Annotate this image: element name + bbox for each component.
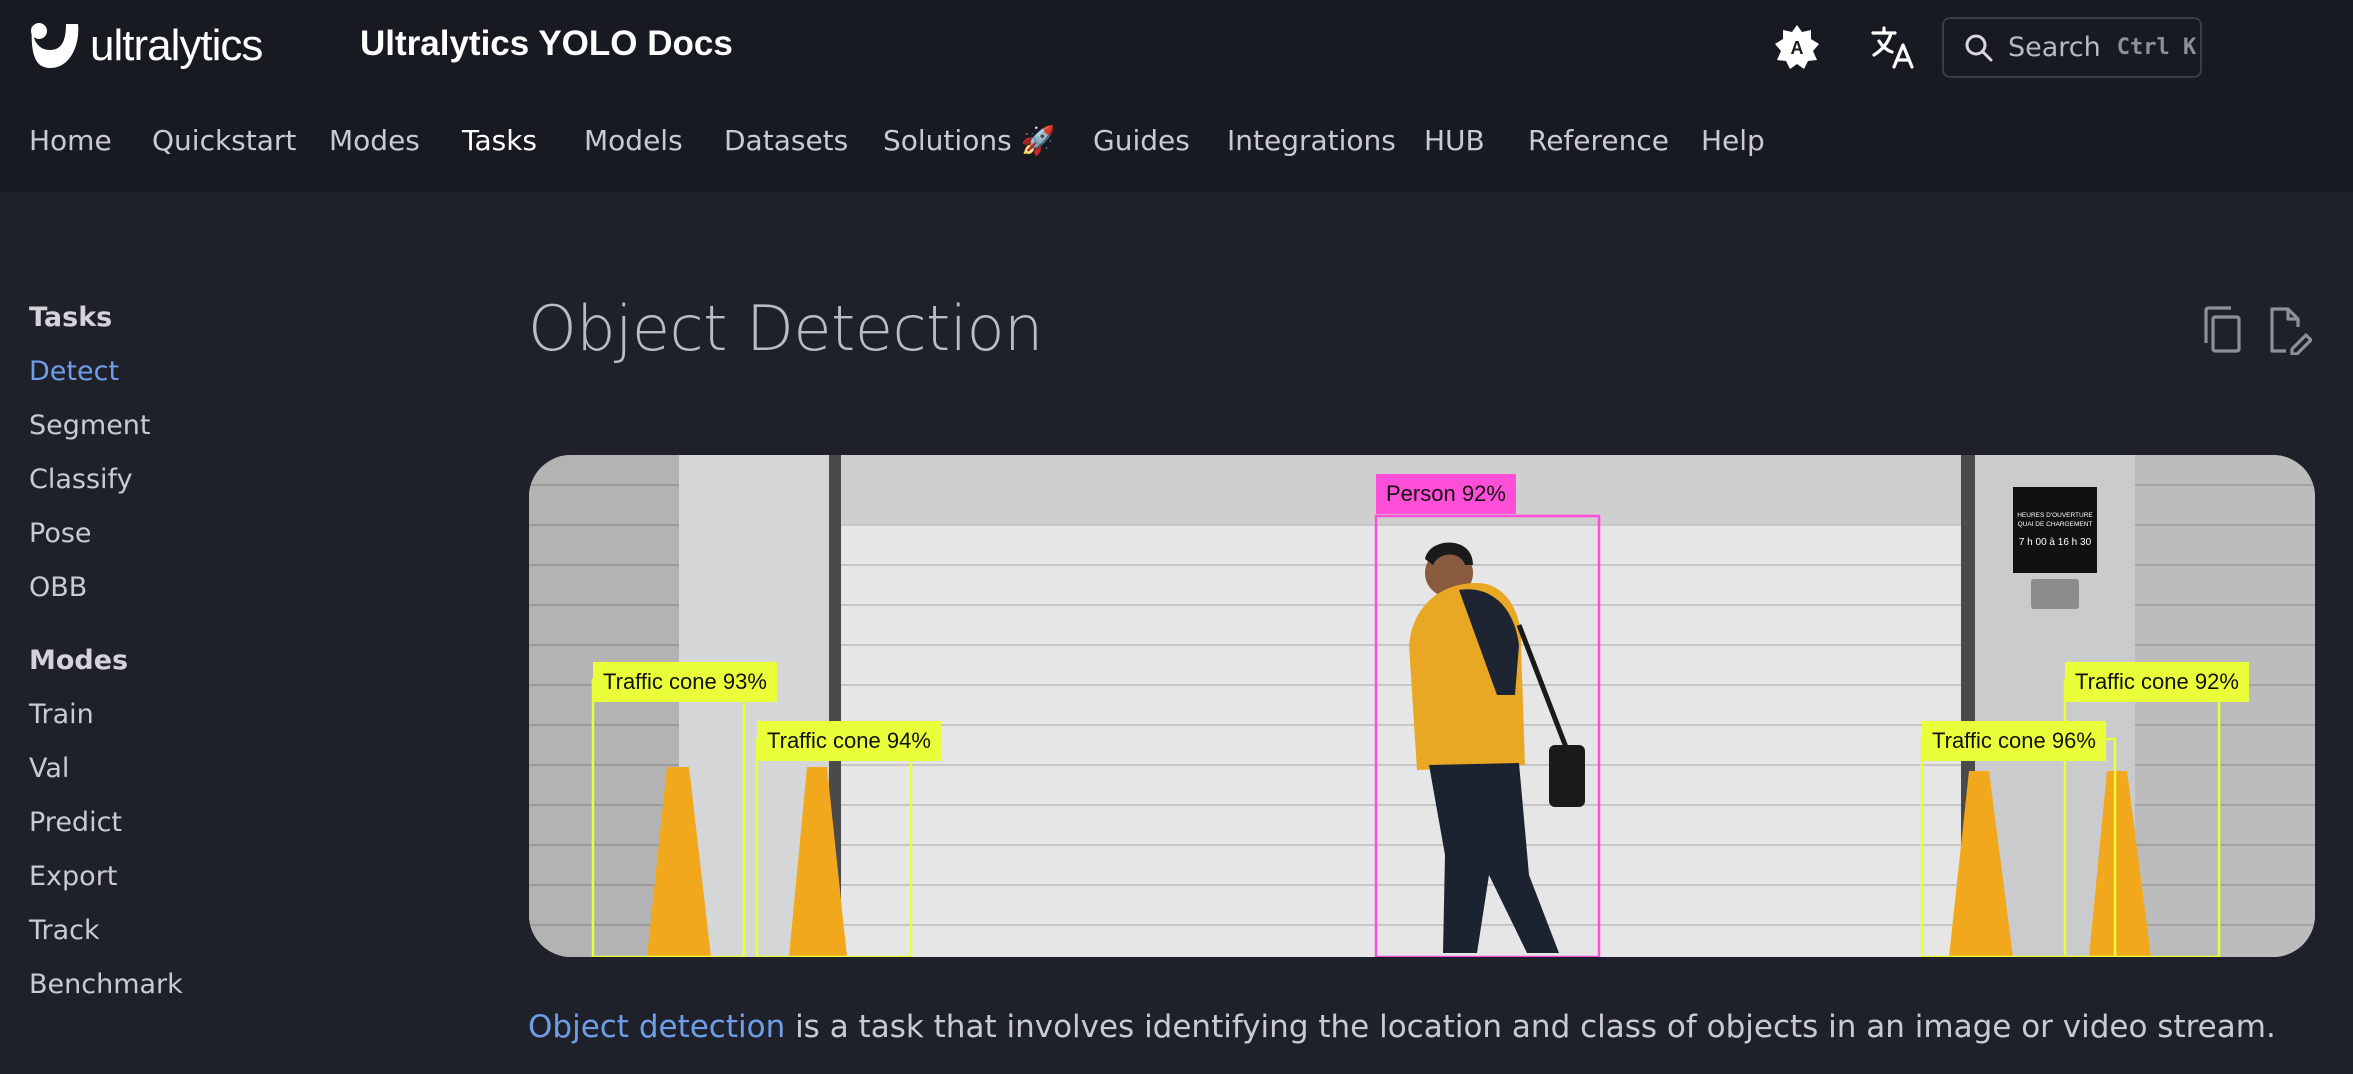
logo-text: ultralytics bbox=[90, 21, 263, 70]
site-title[interactable]: Ultralytics YOLO Docs bbox=[360, 24, 733, 63]
sidebar-section-title: Modes bbox=[29, 645, 129, 676]
detection-label: Traffic cone 96% bbox=[1922, 721, 2106, 761]
tab-solutions[interactable]: Solutions 🚀 bbox=[883, 124, 1056, 157]
site-logo[interactable]: ultralytics bbox=[28, 20, 263, 72]
sidebar-item-obb[interactable]: OBB bbox=[29, 572, 88, 603]
theme-toggle-button[interactable]: A bbox=[1772, 22, 1822, 72]
tab-hub[interactable]: HUB bbox=[1424, 124, 1485, 157]
svg-text:7 h 00 à 16 h 30: 7 h 00 à 16 h 30 bbox=[2019, 537, 2092, 548]
search-shortcut: Ctrl K bbox=[2116, 35, 2197, 60]
detection-label: Traffic cone 93% bbox=[593, 662, 777, 702]
hero-detection-image: HEURES D'OUVERTURE QUAI DE CHARGEMENT 7 … bbox=[529, 455, 2315, 957]
street-scene-illustration: HEURES D'OUVERTURE QUAI DE CHARGEMENT 7 … bbox=[529, 455, 2315, 957]
edit-page-button[interactable] bbox=[2266, 305, 2316, 357]
sidebar-item-export[interactable]: Export bbox=[29, 861, 118, 892]
tab-quickstart[interactable]: Quickstart bbox=[152, 124, 297, 157]
svg-text:A: A bbox=[1791, 38, 1804, 58]
top-tabs: Home Quickstart Modes Tasks Models Datas… bbox=[0, 96, 2353, 192]
detection-label: Traffic cone 94% bbox=[757, 721, 941, 761]
page-title: Object Detection bbox=[528, 292, 1043, 365]
edit-page-icon bbox=[2270, 307, 2313, 356]
intro-paragraph: Object detection is a task that involves… bbox=[528, 1009, 2276, 1045]
copy-page-button[interactable] bbox=[2200, 305, 2250, 357]
sidebar-item-benchmark[interactable]: Benchmark bbox=[29, 969, 183, 1000]
tab-datasets[interactable]: Datasets bbox=[724, 124, 849, 157]
tab-integrations[interactable]: Integrations bbox=[1227, 124, 1396, 157]
search-box[interactable]: Search Ctrl K bbox=[1942, 17, 2202, 78]
svg-text:HEURES D'OUVERTURE: HEURES D'OUVERTURE bbox=[2017, 512, 2093, 519]
detection-label: Person 92% bbox=[1376, 474, 1516, 514]
language-button[interactable] bbox=[1868, 22, 1918, 72]
tab-modes[interactable]: Modes bbox=[329, 124, 420, 157]
tab-models[interactable]: Models bbox=[584, 124, 683, 157]
sidebar-item-detect[interactable]: Detect bbox=[29, 356, 120, 387]
ultralytics-logo-icon bbox=[31, 23, 79, 68]
copy-page-icon bbox=[2204, 306, 2241, 353]
sidebar-item-train[interactable]: Train bbox=[29, 699, 94, 730]
theme-toggle-icon: A bbox=[1775, 25, 1819, 69]
sidebar-item-segment[interactable]: Segment bbox=[29, 410, 151, 441]
tab-reference[interactable]: Reference bbox=[1528, 124, 1669, 157]
detection-label: Traffic cone 92% bbox=[2065, 662, 2249, 702]
sidebar-section-title: Tasks bbox=[29, 302, 113, 333]
tab-guides[interactable]: Guides bbox=[1093, 124, 1190, 157]
sidebar-item-classify[interactable]: Classify bbox=[29, 464, 133, 495]
tab-home[interactable]: Home bbox=[29, 124, 112, 157]
search-icon bbox=[1965, 34, 1993, 61]
object-detection-link[interactable]: Object detection bbox=[528, 1009, 786, 1045]
tab-tasks[interactable]: Tasks bbox=[462, 124, 538, 157]
tab-help[interactable]: Help bbox=[1701, 124, 1765, 157]
svg-text:QUAI DE CHARGEMENT: QUAI DE CHARGEMENT bbox=[2018, 521, 2093, 528]
intro-text: is a task that involves identifying the … bbox=[785, 1009, 2276, 1045]
sidebar-item-track[interactable]: Track bbox=[29, 915, 100, 946]
search-placeholder: Search bbox=[2008, 32, 2101, 63]
translate-icon bbox=[1871, 26, 1914, 69]
sidebar-item-val[interactable]: Val bbox=[29, 753, 70, 784]
top-header: ultralytics Ultralytics YOLO Docs A Sear… bbox=[0, 0, 2353, 96]
sidebar-item-predict[interactable]: Predict bbox=[29, 807, 122, 838]
sidebar-item-pose[interactable]: Pose bbox=[29, 518, 92, 549]
